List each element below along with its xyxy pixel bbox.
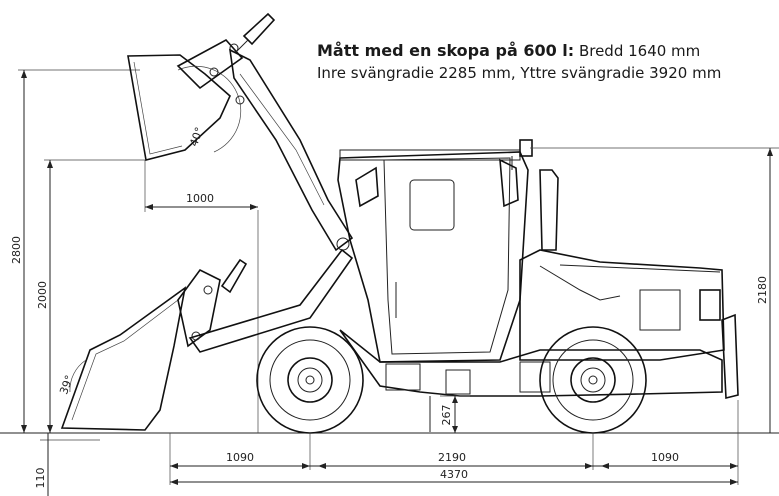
dim-2800: 2800 [10,69,140,433]
dim-bottom: 1090 2190 1090 4370 [169,400,739,485]
chassis [339,329,723,432]
rear-wheel [539,326,647,434]
dim-110: 110 [34,433,100,496]
dim-267-label: 267 [440,405,453,426]
rollback-angle-label: 39° [57,373,76,396]
dim-267: 267 [440,395,470,433]
raised-boom [228,48,354,252]
caption-heading: Mått med en skopa på 600 l: [317,41,575,60]
dump-angle-label: 40° [187,125,206,148]
dim-2000: 2000 [36,159,145,433]
dim-110-label: 110 [34,468,47,489]
dim-2180: 2180 [530,147,779,433]
dim-1090-rear-label: 1090 [651,451,679,464]
dim-2800-label: 2800 [10,236,23,264]
lowered-bucket: 39° [57,248,354,434]
dim-1000-label: 1000 [186,192,214,205]
front-wheel [256,326,364,434]
engine-hood [519,249,725,361]
exhaust-pipe [539,169,559,251]
rear-counterweight [721,313,739,400]
caption-line-1: Mått med en skopa på 600 l: Bredd 1640 m… [317,40,779,62]
raised-bucket: 40° [127,12,276,161]
cab [337,139,533,363]
caption-line-2: Inre svängradie 2285 mm, Yttre svängradi… [317,64,722,82]
caption-width: Bredd 1640 mm [574,42,701,60]
dim-2000-label: 2000 [36,281,49,309]
caption: Mått med en skopa på 600 l: Bredd 1640 m… [317,40,779,84]
dim-2190-label: 2190 [438,451,466,464]
dim-1000: 1000 [144,160,259,433]
dim-2180-label: 2180 [756,276,769,304]
dim-1090-front-label: 1090 [226,451,254,464]
dim-4370-label: 4370 [440,468,468,481]
